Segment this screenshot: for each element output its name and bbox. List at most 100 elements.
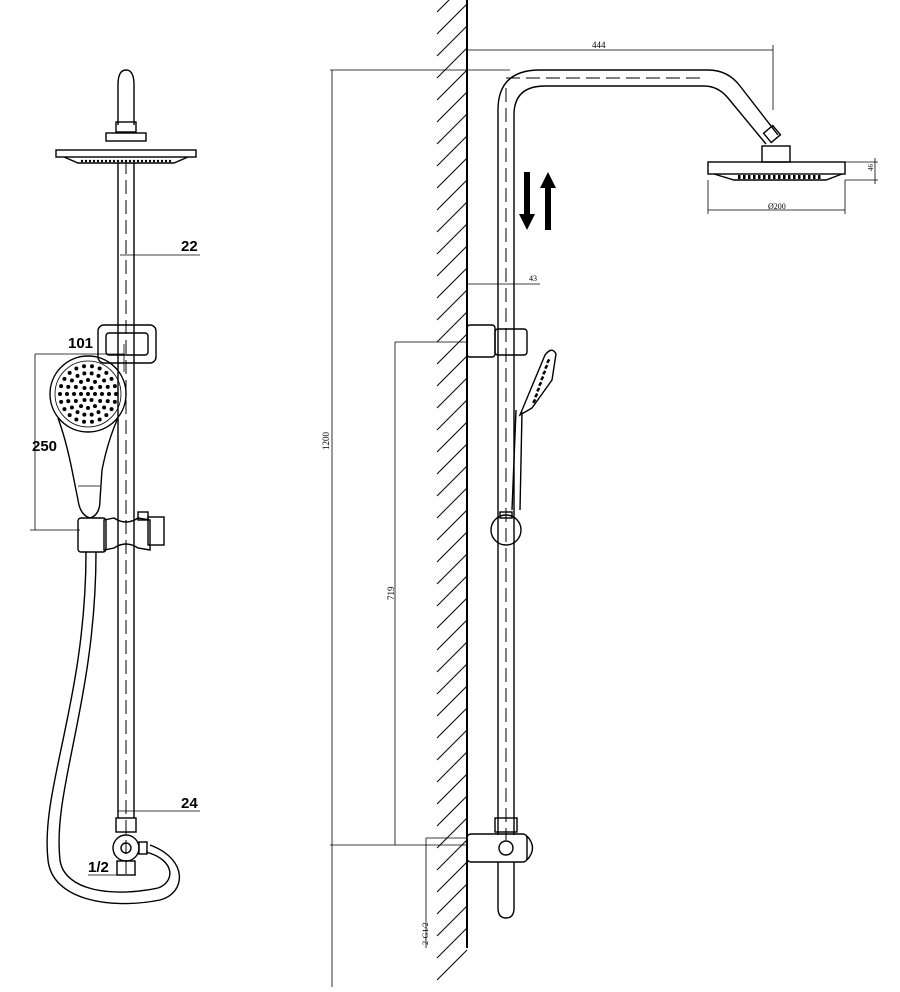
nozzle (768, 175, 771, 179)
nozzle (104, 413, 109, 418)
dimension-label: 719 (386, 586, 396, 600)
hatch-line (436, 729, 468, 761)
nozzle (109, 407, 114, 412)
dimension-43: 43 (467, 274, 540, 285)
hatch-line (436, 927, 468, 959)
nozzle (89, 419, 94, 424)
front-view: 22 101 250 (30, 69, 200, 905)
hatch-line (436, 399, 468, 431)
dimension-label: 2-G1/2 (421, 922, 430, 945)
nozzle (79, 379, 83, 384)
nozzle (88, 159, 92, 163)
dimension-label: 43 (529, 274, 537, 283)
hatch-line (436, 267, 468, 299)
hatch-line (436, 443, 468, 475)
hatch-line (436, 707, 468, 739)
nozzle (112, 399, 117, 404)
nozzle (89, 371, 94, 376)
hatch-line (436, 69, 468, 101)
nozzle (84, 159, 88, 163)
nozzle (773, 175, 776, 179)
nozzle (164, 159, 168, 163)
nozzle (97, 417, 102, 422)
nozzle (59, 384, 64, 389)
nozzle (98, 385, 103, 389)
hatch-line (436, 751, 468, 783)
hatch-line (436, 333, 468, 365)
nozzle (59, 399, 64, 404)
nozzle (105, 384, 110, 389)
nozzle (100, 159, 104, 163)
dimension-label: 1/2 (88, 859, 109, 876)
nozzle (93, 392, 97, 396)
dimension-22: 22 (120, 238, 200, 256)
diverter-side: 2-G1/2 (330, 817, 534, 948)
nozzle (160, 159, 164, 163)
hatch-line (436, 135, 468, 167)
nozzle (69, 378, 74, 383)
hatch-line (436, 3, 468, 35)
nozzle (82, 364, 87, 369)
nozzle (798, 175, 801, 179)
nozzle (75, 410, 80, 415)
nozzle (82, 371, 87, 376)
nozzle (532, 398, 537, 404)
dimension-24: 24 (118, 795, 200, 812)
hatch-line (436, 377, 468, 409)
nozzle (89, 385, 94, 390)
dimension-444: 444 (467, 40, 774, 110)
hatch-line (436, 245, 468, 277)
nozzle (98, 399, 103, 403)
hatch-line (436, 685, 468, 717)
nozzle (79, 392, 83, 396)
nozzle (108, 159, 112, 163)
nozzle (89, 398, 94, 403)
nozzle (763, 175, 766, 179)
nozzle (748, 175, 751, 179)
hatch-line (436, 487, 468, 519)
dimension-1200: 1200 (321, 69, 510, 987)
wall-section (436, 0, 468, 981)
nozzle (156, 159, 160, 163)
nozzle (86, 406, 90, 410)
nozzle (74, 366, 79, 371)
dimension-719: 719 (386, 342, 396, 845)
nozzle (778, 175, 781, 179)
nozzle (136, 159, 140, 163)
hatch-line (436, 47, 468, 79)
nozzle (753, 175, 756, 179)
nozzle (100, 392, 104, 396)
dimension-101: 101 (35, 335, 125, 372)
nozzle (120, 159, 124, 163)
nozzle (67, 370, 72, 375)
dimension-label: 1200 (321, 432, 331, 451)
dimension-label: 101 (68, 335, 93, 352)
nozzle (546, 358, 551, 364)
dimension-label: 22 (181, 238, 198, 255)
nozzle (540, 375, 545, 381)
hatch-line (436, 575, 468, 607)
nozzle (97, 366, 102, 371)
hatch-line (436, 289, 468, 321)
hatch-line (436, 201, 468, 233)
nozzle (813, 175, 816, 179)
nozzle (65, 392, 69, 396)
hatch-line (436, 421, 468, 453)
nozzle (112, 384, 117, 389)
hatch-line (436, 883, 468, 915)
dimension-250: 250 (30, 354, 80, 531)
hatch-line (436, 817, 468, 849)
nozzle (66, 399, 71, 404)
nozzle (104, 370, 109, 375)
hatch-line (436, 663, 468, 695)
nozzle (102, 378, 107, 383)
hatch-line (436, 597, 468, 629)
hand-shower-side (511, 349, 557, 511)
up-down-arrows-icon (519, 172, 556, 230)
dimension-label: 444 (592, 40, 606, 50)
nozzle (536, 387, 541, 393)
hatch-line (436, 179, 468, 211)
hatch-line (436, 531, 468, 563)
hatch-line (436, 157, 468, 189)
nozzle (92, 159, 96, 163)
